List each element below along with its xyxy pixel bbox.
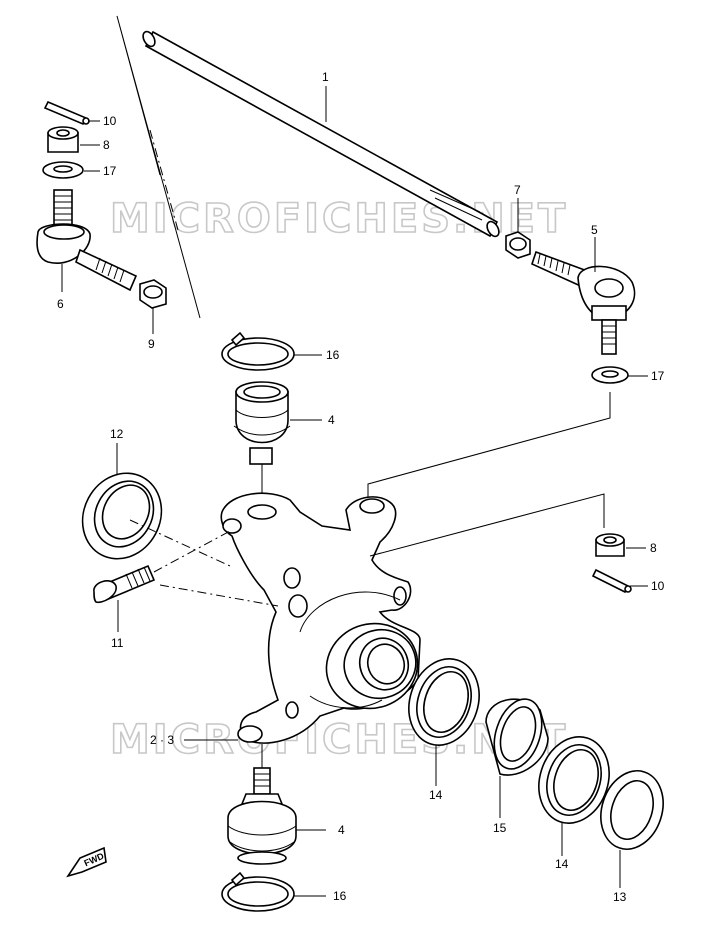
cotter-pin-right xyxy=(591,568,632,594)
callout-10-right: 10 xyxy=(651,579,665,593)
castle-nut-right xyxy=(595,533,625,557)
callout-5: 5 xyxy=(591,223,598,237)
guide-right-17 xyxy=(367,392,611,498)
oil-seal-12 xyxy=(81,472,163,560)
washer-right xyxy=(591,366,629,384)
guide-right-8 xyxy=(369,493,605,557)
tie-rod xyxy=(142,30,500,238)
fwd-arrow-icon: FWD xyxy=(66,846,107,878)
guide-triangle xyxy=(116,15,201,319)
watermark-top: MICROFICHES.NET xyxy=(110,196,568,242)
callout-11: 11 xyxy=(111,636,124,650)
callout-8-top: 8 xyxy=(103,138,110,152)
callout-1: 1 xyxy=(322,70,329,84)
guide-bolt-11b xyxy=(159,584,279,607)
seal-14-left xyxy=(408,658,480,746)
callout-14-right: 14 xyxy=(555,857,569,871)
ball-joint-top xyxy=(233,381,291,465)
circlip-top xyxy=(221,331,295,371)
callout-9: 9 xyxy=(148,337,155,351)
callout-4-top: 4 xyxy=(328,413,335,427)
circlip-bottom xyxy=(221,871,295,912)
castle-nut-top xyxy=(47,126,79,153)
callout-14-left: 14 xyxy=(429,788,443,802)
callout-13: 13 xyxy=(613,890,627,904)
callout-6: 6 xyxy=(57,297,64,311)
ball-joint-bottom xyxy=(227,767,297,865)
callout-15: 15 xyxy=(493,821,507,835)
callout-17-top: 17 xyxy=(103,164,117,178)
callout-4-bottom: 4 xyxy=(338,823,345,837)
callout-8-right: 8 xyxy=(650,541,657,555)
guide-bolt-11 xyxy=(153,529,233,573)
callout-2-3: 2 · 3 xyxy=(150,733,174,747)
tie-rod-end-right xyxy=(531,250,636,355)
nut-9 xyxy=(139,279,167,309)
seal-13 xyxy=(600,770,664,850)
callout-7: 7 xyxy=(514,183,521,197)
callout-16-top: 16 xyxy=(326,348,340,362)
callout-16-bottom: 16 xyxy=(333,889,347,903)
cotter-pin-top xyxy=(43,100,90,126)
callout-17-right: 17 xyxy=(651,369,665,383)
callout-10-top: 10 xyxy=(103,114,117,128)
guide-dashed-left xyxy=(149,129,179,231)
bolt-11 xyxy=(93,564,156,604)
steering-knuckle xyxy=(220,492,421,744)
nut-7 xyxy=(505,231,531,259)
seal-14-right xyxy=(538,736,610,824)
tie-rod-end-left xyxy=(36,189,138,292)
washer-top xyxy=(42,161,84,179)
bearing-15 xyxy=(485,698,549,776)
callout-12: 12 xyxy=(110,427,124,441)
